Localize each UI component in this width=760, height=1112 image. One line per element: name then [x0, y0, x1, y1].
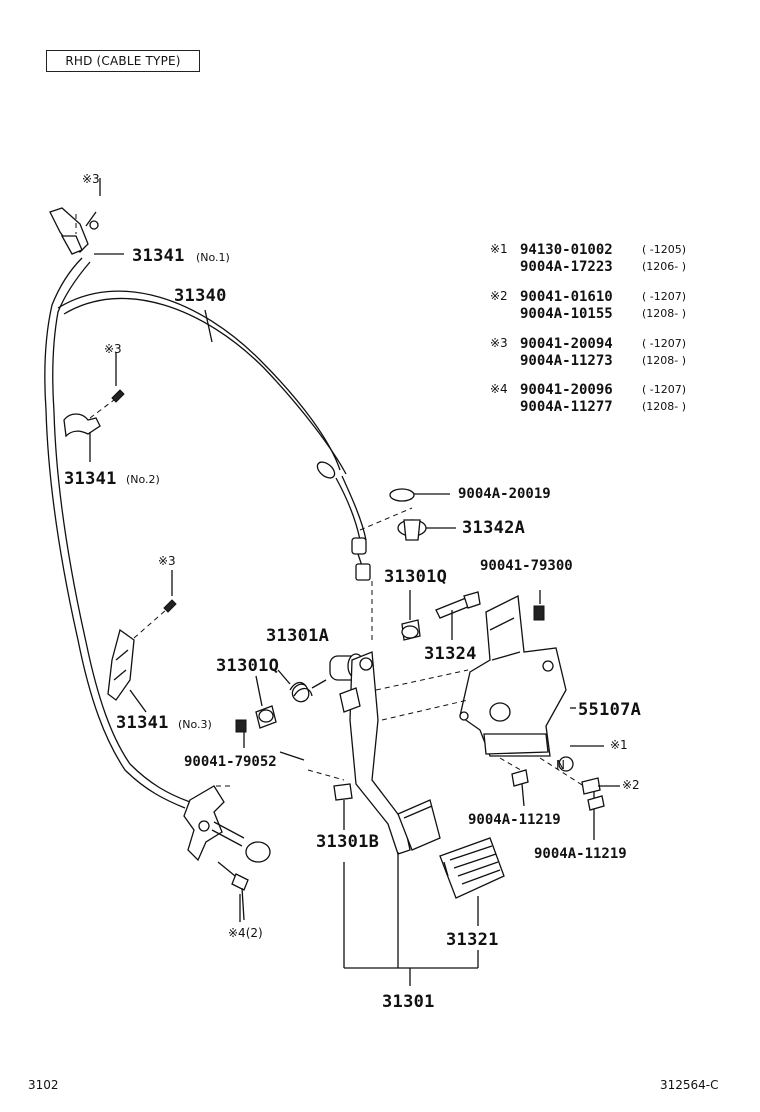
clamp-no3-drawing	[107, 599, 177, 713]
grommet-drawing	[359, 488, 456, 541]
legend-range-old: ( -1205)	[642, 243, 687, 256]
legend-range-old: ( -1207)	[642, 383, 687, 396]
legend-part-old: 90041-20094	[520, 336, 613, 352]
leader-lines	[99, 178, 620, 922]
clamp-no1-drawing	[49, 207, 124, 255]
cable-end-drawing	[183, 785, 271, 921]
label-31324: 31324	[424, 644, 477, 664]
label-9004a-20019: 9004A-20019	[458, 486, 551, 502]
note-2: ※2	[622, 778, 640, 792]
legend-part-old: 90041-20096	[520, 382, 613, 398]
legend-mark: ※3	[490, 336, 508, 350]
legend-row-1: ※1 94130-01002 ( -1205) 9004A-17223 (120…	[490, 242, 730, 282]
variant-label: RHD (CABLE TYPE)	[46, 50, 200, 72]
pedal-bracket-drawing	[375, 594, 591, 791]
legend-mark: ※2	[490, 289, 508, 303]
note-3-top: ※3	[82, 172, 100, 186]
cable-31340-drawing	[44, 257, 371, 809]
label-31341-no3: 31341	[116, 713, 169, 733]
legend-mark: ※4	[490, 382, 508, 396]
label-31301q-top: 31301Q	[384, 567, 448, 587]
label-31321: 31321	[446, 930, 499, 950]
legend-part-new: 9004A-11273	[520, 353, 613, 369]
label-31341-no2-sub: (No.2)	[126, 473, 160, 486]
label-31340: 31340	[174, 286, 227, 306]
legend-part-old: 94130-01002	[520, 242, 613, 258]
label-90041-79300: 90041-79300	[480, 558, 573, 574]
label-31301q-left: 31301Q	[216, 656, 280, 676]
bushing-bolt-drawing	[401, 590, 545, 641]
label-9004a-11219-b: 9004A-11219	[534, 846, 627, 862]
assembly-bracket-31301	[343, 852, 479, 986]
nut-n-mark: N	[556, 758, 565, 772]
label-55107a: 55107A	[578, 700, 642, 720]
label-31301: 31301	[382, 992, 435, 1012]
label-31341-no1: 31341	[132, 246, 185, 266]
legend-row-4: ※4 90041-20096 ( -1207) 9004A-11277 (120…	[490, 382, 730, 422]
legend-range-new: (1208- )	[642, 307, 687, 320]
pedal-arm-drawing	[307, 580, 441, 855]
label-31341-no3-sub: (No.3)	[178, 718, 212, 731]
legend-mark: ※1	[490, 242, 508, 256]
label-31341-no1-sub: (No.1)	[196, 251, 230, 264]
pedal-pad-drawing	[439, 837, 505, 926]
legend-part-new: 9004A-17223	[520, 259, 613, 275]
footer-right-code: 312564-C	[660, 1078, 719, 1092]
legend-range-new: (1206- )	[642, 260, 687, 273]
legend-range-old: ( -1207)	[642, 290, 687, 303]
label-31342a: 31342A	[462, 518, 526, 538]
label-9004a-11219-a: 9004A-11219	[468, 812, 561, 828]
legend-range-new: (1208- )	[642, 400, 687, 413]
legend-part-new: 9004A-11277	[520, 399, 613, 415]
footer-left-code: 3102	[28, 1078, 59, 1092]
legend-part-old: 90041-01610	[520, 289, 613, 305]
note-3-mid: ※3	[104, 342, 122, 356]
legend-range-new: (1208- )	[642, 354, 687, 367]
bracket-bolts-drawing	[511, 756, 605, 840]
note-3-low: ※3	[158, 554, 176, 568]
legend-row-3: ※3 90041-20094 ( -1207) 9004A-11273 (120…	[490, 336, 730, 376]
label-90041-79052: 90041-79052	[184, 754, 277, 770]
label-31341-no2: 31341	[64, 469, 117, 489]
legend-range-old: ( -1207)	[642, 337, 687, 350]
legend-row-2: ※2 90041-01610 ( -1207) 9004A-10155 (120…	[490, 289, 730, 329]
label-31301b: 31301B	[316, 832, 380, 852]
label-31301a: 31301A	[266, 626, 330, 646]
clamp-no2-drawing	[63, 389, 125, 462]
note-4: ※4(2)	[228, 926, 263, 940]
note-1: ※1	[610, 738, 628, 752]
legend-part-new: 9004A-10155	[520, 306, 613, 322]
